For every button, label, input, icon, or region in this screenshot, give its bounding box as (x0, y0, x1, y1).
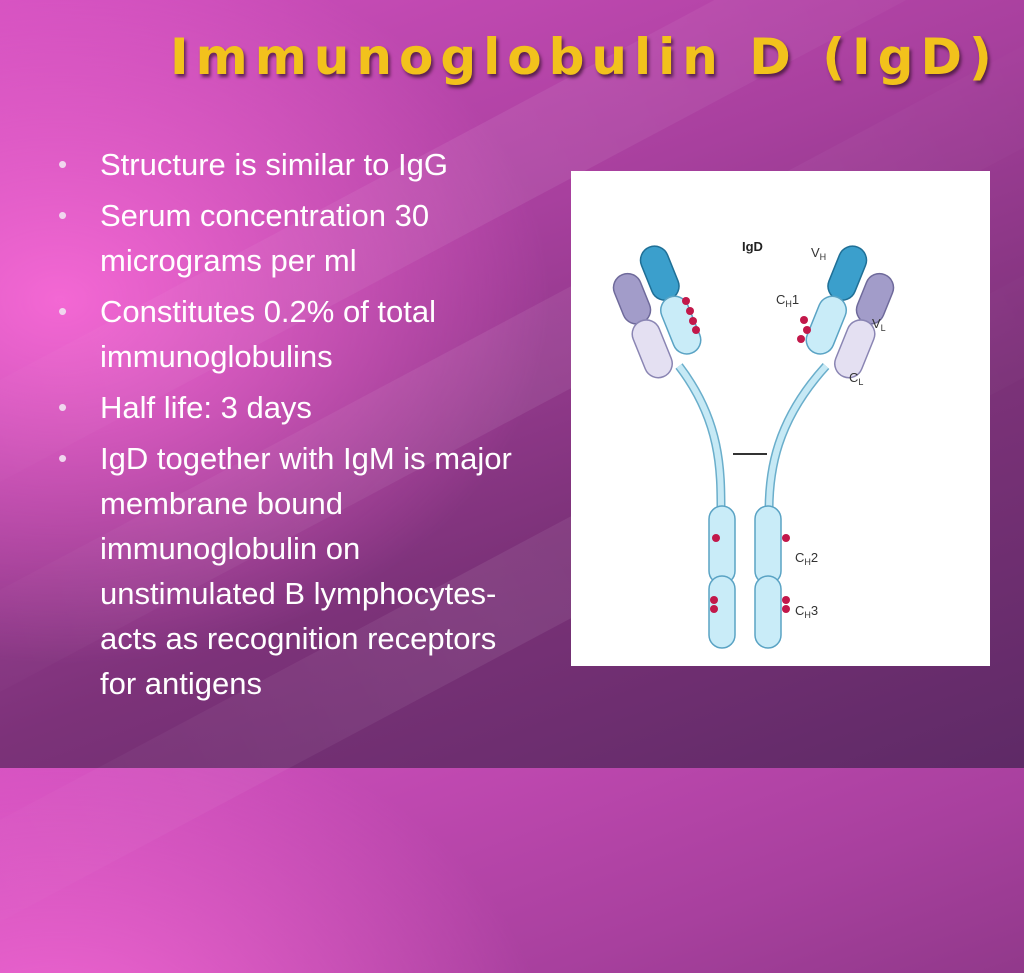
label-ch1: CH1 (776, 292, 799, 309)
right-heavy-fab (805, 245, 868, 355)
bullet-icon: • (58, 392, 68, 422)
igd-structure-figure: IgD VH CH1 VL CL CH2 CH3 (571, 171, 990, 666)
carb-dot (692, 326, 700, 334)
label-ch2: CH2 (795, 550, 818, 567)
left-ch3-domain (708, 575, 736, 649)
carb-dot (782, 596, 790, 604)
bullet-text: Constitutes 0.2% of total immunoglobulin… (100, 294, 437, 374)
bullet-icon: • (58, 200, 68, 230)
right-ch3-domain (754, 575, 782, 649)
label-ch3: CH3 (795, 603, 818, 620)
antibody-diagram: IgD VH CH1 VL CL CH2 CH3 (612, 239, 895, 649)
carbohydrate-dots (682, 297, 811, 613)
carb-dot (682, 297, 690, 305)
left-hinge-chain-inner (676, 364, 724, 512)
right-ch2-domain (754, 505, 782, 585)
bullet-text: Serum concentration 30 micrograms per ml (100, 198, 430, 278)
label-igd: IgD (742, 239, 763, 254)
right-cl-domain (834, 319, 876, 379)
carb-dot (803, 326, 811, 334)
bullet-item: • Constitutes 0.2% of total immunoglobuli… (58, 289, 538, 379)
carb-dot (782, 534, 790, 542)
left-heavy-fab (639, 245, 702, 355)
bullet-item: • Half life: 3 days (58, 385, 538, 430)
bullet-item: • Structure is similar to IgG (58, 142, 538, 187)
carb-dot (782, 605, 790, 613)
bullet-icon: • (58, 296, 68, 326)
bullet-icon: • (58, 443, 68, 473)
carb-dot (797, 335, 805, 343)
label-vl: VL (872, 316, 886, 333)
label-cl: CL (849, 370, 863, 387)
bullet-text: IgD together with IgM is major membrane … (100, 441, 512, 701)
right-ch1-domain (805, 295, 848, 355)
left-cl-domain (631, 319, 673, 379)
bullet-item: • IgD together with IgM is major membrane… (58, 436, 538, 706)
bullet-item: • Serum concentration 30 micrograms per m… (58, 193, 538, 283)
slide-title: Immunoglobulin D (IgD) (170, 28, 999, 86)
carb-dot (710, 605, 718, 613)
carb-dot (686, 307, 694, 315)
bullet-text: Half life: 3 days (100, 390, 312, 425)
right-light-chain (834, 272, 895, 379)
right-hinge-chain-inner (766, 363, 829, 512)
carb-dot (689, 317, 697, 325)
label-vh: VH (811, 245, 826, 262)
left-ch2-domain (708, 505, 736, 585)
left-light-chain (612, 272, 673, 379)
carb-dot (712, 534, 720, 542)
bullet-list: • Structure is similar to IgG • Serum conc… (58, 142, 538, 712)
carb-dot (710, 596, 718, 604)
bullet-icon: • (58, 149, 68, 179)
carb-dot (800, 316, 808, 324)
bullet-text: Structure is similar to IgG (100, 147, 448, 182)
